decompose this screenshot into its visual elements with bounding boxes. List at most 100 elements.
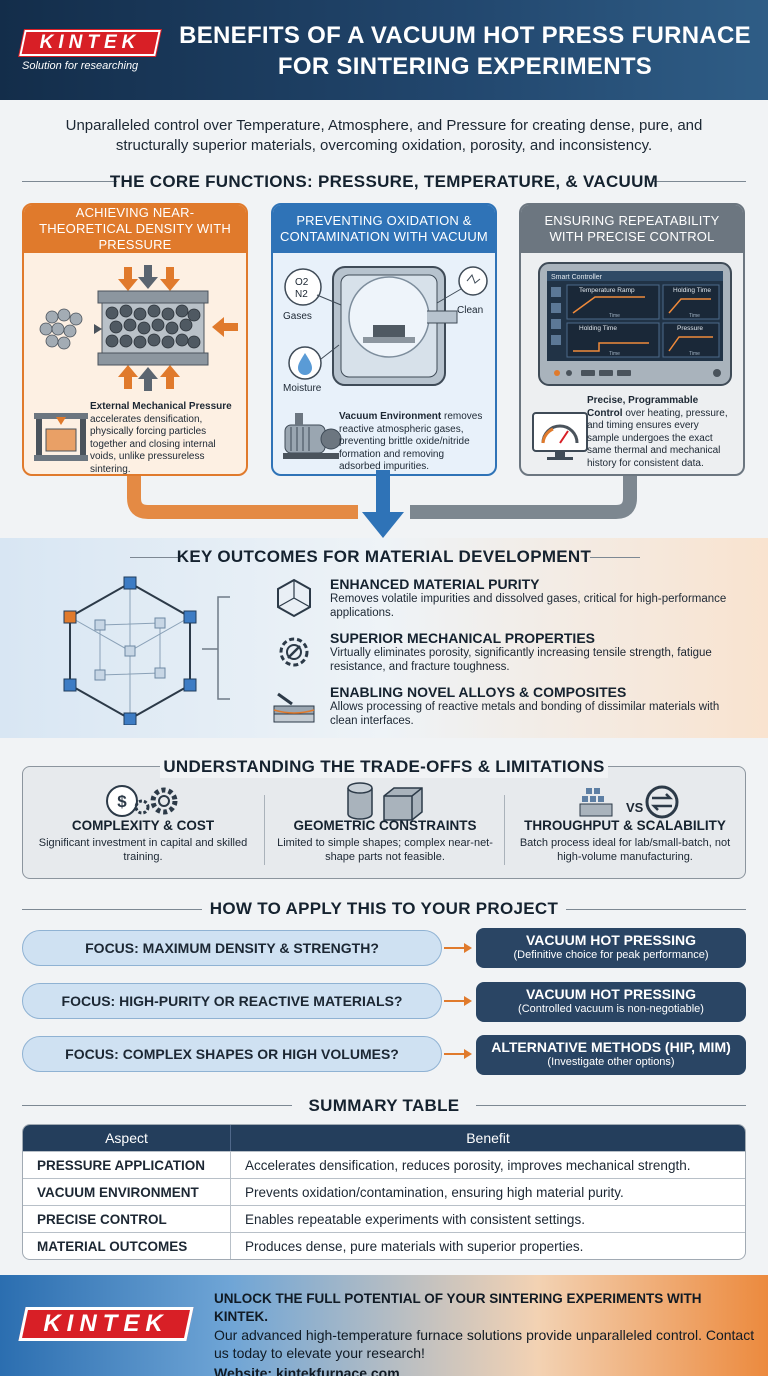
- press-frame-icon: [34, 407, 88, 461]
- divider: [22, 181, 117, 182]
- intro-text: Unparalleled control over Temperature, A…: [65, 117, 703, 154]
- hot-press-diagram-icon: [39, 265, 238, 391]
- footer-headline: UNLOCK THE FULL POTENTIAL OF YOUR SINTER…: [214, 1291, 702, 1324]
- vacuum-pump-icon: [283, 413, 342, 459]
- tradeoff-geometry-title: GEOMETRIC CONSTRAINTS: [293, 818, 477, 833]
- tradeoff-geometry: GEOMETRIC CONSTRAINTS Limited to simple …: [270, 818, 500, 864]
- cost-gears-icon: $: [106, 785, 178, 817]
- arrow-right-icon: [444, 943, 472, 953]
- outcomes-band: [0, 538, 768, 738]
- gauge-monitor-icon: [532, 412, 588, 460]
- flow-connector: [127, 470, 637, 538]
- tradeoff-cost-title: COMPLEXITY & COST: [71, 818, 215, 833]
- divider: [22, 909, 202, 910]
- tradeoff-throughput-desc: Batch process ideal for lab/small-batch,…: [519, 837, 731, 863]
- apply-result-3[interactable]: ALTERNATIVE METHODS (HIP, MIM) (Investig…: [476, 1035, 746, 1075]
- arrow-right-icon: [444, 1049, 472, 1059]
- card-pressure-text: External Mechanical Pressure accelerates…: [90, 401, 232, 475]
- n2-label: N2: [295, 289, 308, 300]
- footer-text: UNLOCK THE FULL POTENTIAL OF YOUR SINTER…: [214, 1290, 759, 1376]
- vacuum-chamber-diagram-icon: O2 N2 Gases Clean Moisture: [283, 266, 488, 394]
- header-banner: KINTEK Solution for researching BENEFITS…: [0, 0, 768, 100]
- axis-time-1: Time: [609, 313, 620, 319]
- clean-label: Clean: [457, 305, 483, 316]
- divider: [590, 557, 640, 558]
- tradeoff-cost: COMPLEXITY & COST Significant investment…: [28, 818, 258, 864]
- o2-label: O2: [295, 277, 309, 288]
- footer-body: Our advanced high-temperature furnace so…: [214, 1327, 755, 1361]
- axis-time-2: Time: [689, 313, 700, 319]
- divider: [22, 1105, 292, 1106]
- outcome-purity: ENHANCED MATERIAL PURITY Removes volatil…: [330, 576, 740, 620]
- panel-holding-time-2: Holding Time: [579, 325, 617, 332]
- card-vacuum-text: Vacuum Environment removes reactive atmo…: [339, 411, 483, 472]
- tradeoffs-title: UNDERSTANDING THE TRADE-OFFS & LIMITATIO…: [163, 757, 605, 776]
- apply-title: HOW TO APPLY THIS TO YOUR PROJECT: [209, 899, 559, 918]
- outcome-purity-desc: Removes volatile impurities and dissolve…: [330, 593, 727, 619]
- summary-header-benefit: Benefit: [231, 1125, 745, 1151]
- outcome-alloys-desc: Allows processing of reactive metals and…: [330, 701, 720, 727]
- outcomes-title: KEY OUTCOMES FOR MATERIAL DEVELOPMENT: [176, 547, 592, 566]
- core-functions-title: THE CORE FUNCTIONS: PRESSURE, TEMPERATUR…: [109, 172, 659, 191]
- tradeoff-throughput: THROUGHPUT & SCALABILITY Batch process i…: [510, 818, 740, 864]
- summary-title: SUMMARY TABLE: [308, 1096, 460, 1115]
- card-vacuum-title: PREVENTING OXIDATION & CONTAMINATION WIT…: [273, 205, 495, 253]
- crystal-lattice-icon: [63, 576, 230, 725]
- page-title: BENEFITS OF A VACUUM HOT PRESS FURNACE F…: [179, 22, 751, 80]
- panel-pressure: Pressure: [677, 325, 703, 332]
- tradeoff-cost-desc: Significant investment in capital and sk…: [38, 837, 248, 863]
- table-row: PRESSURE APPLICATION Accelerates densifi…: [23, 1151, 745, 1178]
- divider: [652, 181, 746, 182]
- tradeoffs-box: [22, 766, 746, 879]
- apply-focus-3[interactable]: FOCUS: COMPLEX SHAPES OR HIGH VOLUMES?: [22, 1036, 442, 1072]
- outcome-alloys-title: ENABLING NOVEL ALLOYS & COMPOSITES: [330, 684, 627, 700]
- table-row: MATERIAL OUTCOMES Produces dense, pure m…: [23, 1232, 745, 1259]
- controller-screen-icon: Smart Controller Temperature Ramp Holdin…: [538, 262, 732, 386]
- outcome-mechanical: SUPERIOR MECHANICAL PROPERTIES Virtually…: [330, 630, 740, 674]
- card-pressure-title: ACHIEVING NEAR-THEORETICAL DENSITY WITH …: [24, 205, 246, 253]
- card-control: ENSURING REPEATABILITY WITH PRECISE CONT…: [519, 203, 745, 476]
- footer-kintek-logo[interactable]: KINTEK: [18, 1307, 194, 1341]
- apply-result-1[interactable]: VACUUM HOT PRESSING (Definitive choice f…: [476, 928, 746, 968]
- panel-holding-time: Holding Time: [673, 287, 711, 294]
- card-control-text: Precise, Programmable Control over heati…: [587, 395, 728, 469]
- panel-temperature-ramp: Temperature Ramp: [579, 287, 635, 294]
- controller-header: Smart Controller: [551, 274, 603, 281]
- kintek-logo[interactable]: KINTEK: [19, 30, 161, 56]
- purity-crystal-icon: [277, 578, 311, 618]
- moisture-label: Moisture: [283, 383, 322, 394]
- card-control-title: ENSURING REPEATABILITY WITH PRECISE CONT…: [521, 205, 743, 253]
- tagline: Solution for researching: [22, 60, 139, 72]
- apply-focus-2[interactable]: FOCUS: HIGH-PURITY OR REACTIVE MATERIALS…: [22, 983, 442, 1019]
- outcome-purity-title: ENHANCED MATERIAL PURITY: [330, 576, 540, 592]
- outcome-mechanical-title: SUPERIOR MECHANICAL PROPERTIES: [330, 630, 595, 646]
- outcome-mechanical-desc: Virtually eliminates porosity, significa…: [330, 647, 712, 673]
- tradeoff-geometry-desc: Limited to simple shapes; complex near-n…: [277, 837, 493, 863]
- svg-text:$: $: [117, 792, 127, 811]
- apply-result-2[interactable]: VACUUM HOT PRESSING (Controlled vacuum i…: [476, 982, 746, 1022]
- table-row: VACUUM ENVIRONMENT Prevents oxidation/co…: [23, 1178, 745, 1205]
- footer-website-link[interactable]: Website: kintekfurnace.com: [214, 1365, 400, 1376]
- apply-focus-1[interactable]: FOCUS: MAXIMUM DENSITY & STRENGTH?: [22, 930, 442, 966]
- vs-label: VS: [626, 800, 644, 815]
- outcome-alloys: ENABLING NOVEL ALLOYS & COMPOSITES Allow…: [330, 684, 740, 728]
- table-row: PRECISE CONTROL Enables repeatable exper…: [23, 1205, 745, 1232]
- arrow-right-icon: [444, 996, 472, 1006]
- axis-time-4: Time: [689, 351, 700, 357]
- divider: [504, 795, 505, 865]
- summary-header-aspect: Aspect: [23, 1125, 231, 1151]
- shapes-cylinder-cube-icon: [347, 782, 423, 821]
- batch-vs-continuous-icon: VS: [579, 785, 679, 819]
- card-vacuum: PREVENTING OXIDATION & CONTAMINATION WIT…: [271, 203, 497, 476]
- gases-label: Gases: [283, 311, 312, 322]
- divider: [566, 909, 746, 910]
- divider: [264, 795, 265, 865]
- divider: [476, 1105, 746, 1106]
- axis-time-3: Time: [609, 351, 620, 357]
- divider: [130, 557, 180, 558]
- summary-table: Aspect Benefit PRESSURE APPLICATION Acce…: [22, 1124, 746, 1260]
- gear-wrench-icon: [279, 637, 309, 667]
- composite-bond-icon: [273, 692, 315, 723]
- tradeoff-throughput-title: THROUGHPUT & SCALABILITY: [524, 818, 726, 833]
- card-pressure: ACHIEVING NEAR-THEORETICAL DENSITY WITH …: [22, 203, 248, 476]
